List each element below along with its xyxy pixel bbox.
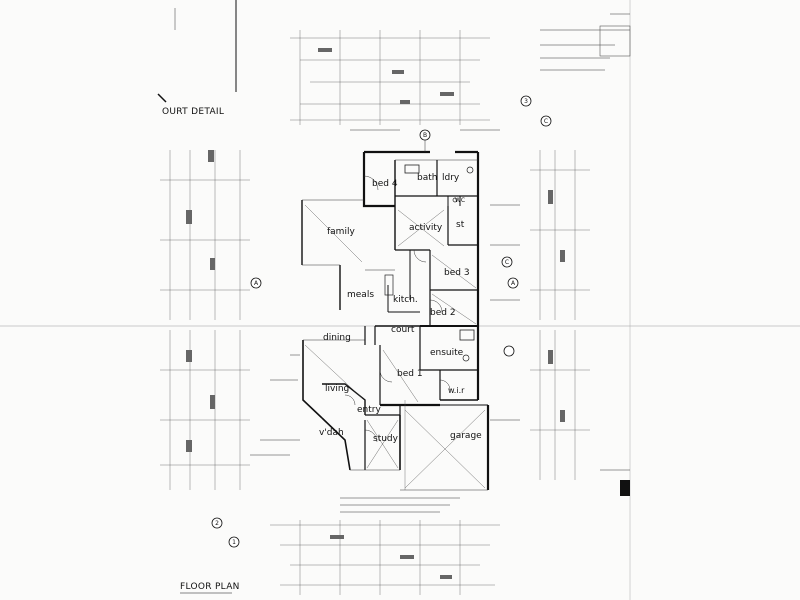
top-dimension-strings (290, 30, 490, 125)
grid-bubble-c-right: C (501, 256, 513, 268)
room-label-dining: dining (323, 333, 351, 343)
grid-bubble-2: 2 (211, 517, 223, 529)
annotation-marks (250, 129, 520, 456)
svg-text:A: A (254, 280, 259, 287)
room-label-meals: meals (347, 290, 374, 300)
court-detail-title: OURT DETAIL (162, 107, 224, 117)
top-right-notes (540, 13, 631, 71)
svg-text:C: C (544, 118, 548, 125)
bottom-dimension-strings (270, 497, 500, 595)
grid-bubbles: B A A C C 1 2 3 (211, 95, 552, 548)
room-label-garage: garage (450, 431, 482, 441)
title-block-mark (620, 480, 630, 496)
svg-text:1: 1 (232, 539, 236, 546)
left-dimension-strings (160, 150, 250, 490)
grid-bubble-b: B (419, 129, 431, 152)
svg-text:C: C (505, 259, 509, 266)
room-label-court: court (391, 325, 415, 335)
room-label-bed-1: bed 1 (397, 369, 423, 379)
section-marker-right (503, 345, 515, 357)
svg-text:A: A (511, 280, 516, 287)
grid-bubble-c-top: C (540, 115, 552, 127)
room-label-bed-4: bed 4 (372, 179, 398, 189)
room-label-wc: WC (455, 197, 465, 204)
room-label-bed-2: bed 2 (430, 308, 456, 318)
grid-bubble-a-right: A (507, 277, 519, 289)
room-label-kitch: kitch. (393, 295, 418, 305)
grid-bubble-1: 1 (228, 536, 240, 548)
room-label-living: living (325, 384, 349, 394)
room-label-ensuite: ensuite (430, 348, 464, 358)
right-dimension-strings (530, 150, 630, 496)
room-label-bed-3: bed 3 (444, 268, 470, 278)
svg-text:2: 2 (215, 520, 219, 527)
grid-bubble-3: 3 (520, 95, 532, 107)
room-label-activity: activity (409, 223, 443, 233)
grid-bubble-a-left: A (250, 277, 262, 289)
room-label-st: st (456, 220, 465, 230)
svg-text:B: B (423, 132, 427, 139)
room-label-wir: w.i.r (448, 386, 465, 395)
floor-plan-title: FLOOR PLAN (180, 582, 240, 592)
room-label-family: family (327, 227, 355, 237)
room-label-ldry: ldry (442, 173, 460, 183)
room-labels: bed 4 bath ldry WC family activity st be… (319, 173, 482, 444)
room-label-vdah: v'dah (319, 428, 344, 438)
room-label-entry: entry (357, 405, 381, 415)
floor-plan-walls (301, 150, 490, 491)
court-detail-arrow (157, 93, 167, 103)
svg-text:3: 3 (524, 98, 528, 105)
room-label-bath: bath (417, 173, 437, 183)
room-label-study: study (373, 434, 399, 444)
